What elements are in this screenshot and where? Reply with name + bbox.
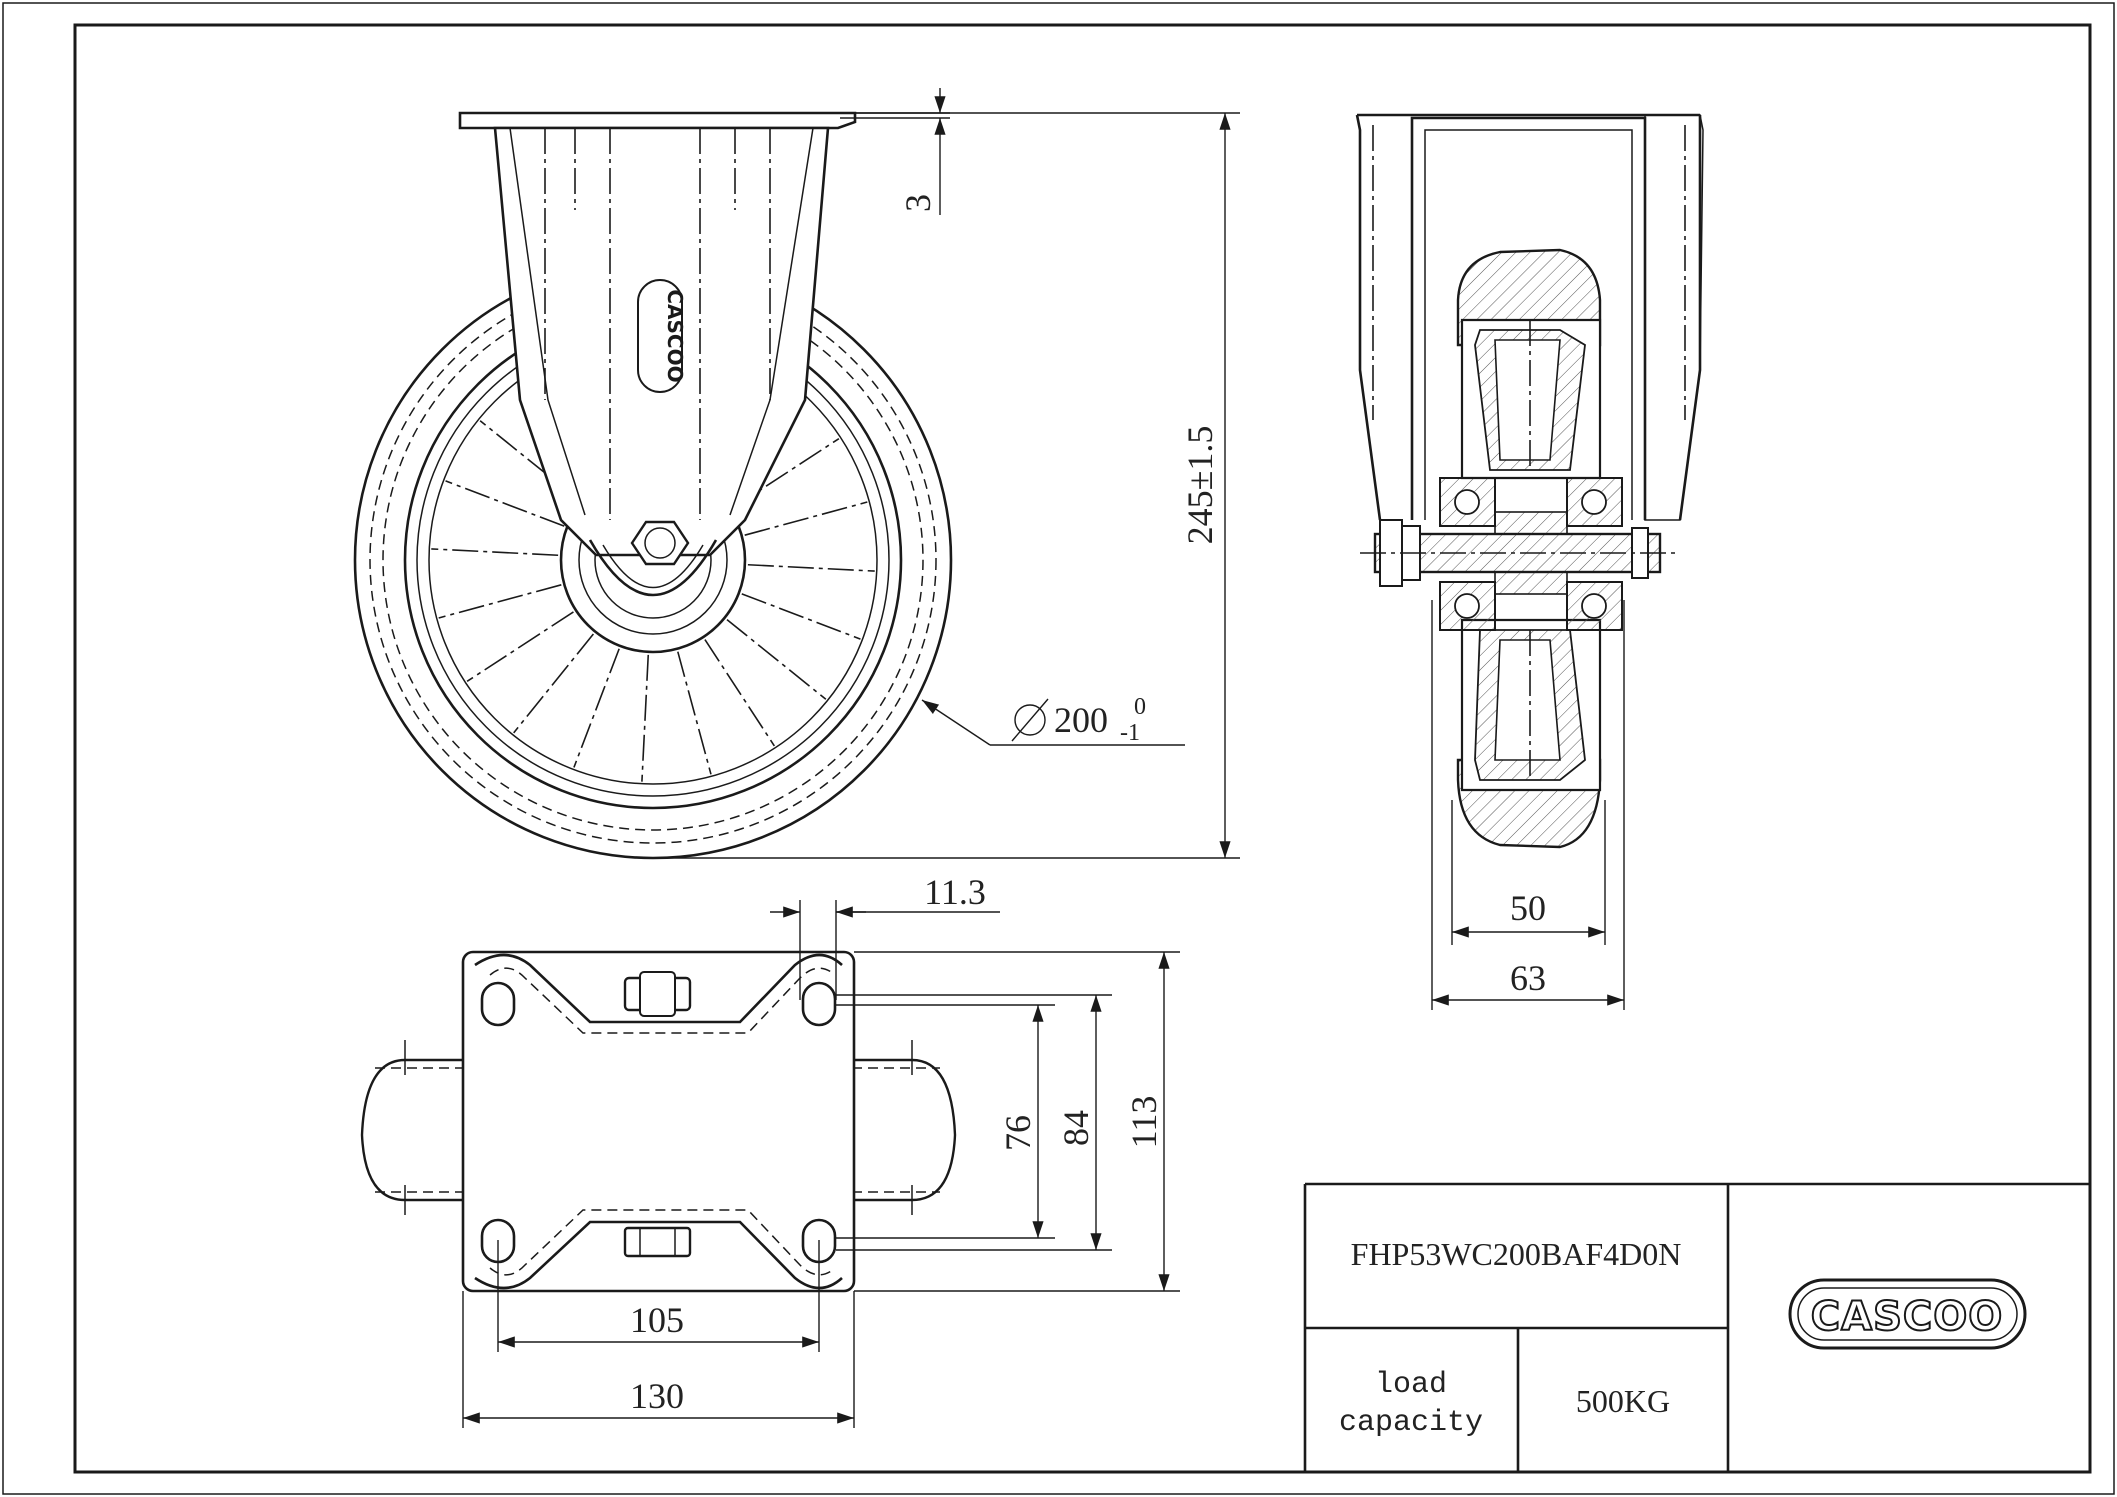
drawing-frame [73, 23, 2092, 1474]
part-number: FHP53WC200BAF4D0N [1351, 1236, 1682, 1272]
dim-245-label: 245±1.5 [1180, 426, 1220, 545]
wheel-spoke [747, 563, 875, 572]
dim-84-label: 84 [1056, 1110, 1096, 1146]
front-view: CASCOO 3 245±1.5 [353, 88, 1240, 860]
casco-logo: CASCOO [1788, 1278, 2027, 1350]
wheel-spoke [677, 651, 712, 775]
dim-113-label: 113 [1124, 1096, 1164, 1149]
dim-hole-84: 84 [836, 994, 1112, 1251]
wheel-spoke [513, 633, 595, 734]
dim-plate-length: 130 [462, 1291, 855, 1428]
wheel-spoke [573, 648, 620, 768]
bearing-lower [1439, 581, 1623, 631]
dim-105-label: 105 [630, 1300, 684, 1340]
bolt-slot-tl [480, 981, 516, 1027]
load-capacity-label-line2: capacity [1339, 1406, 1483, 1440]
wheel-spoke [704, 639, 776, 747]
dim-hole-105: 105 [497, 1240, 820, 1352]
dim-11-3-label: 11.3 [924, 872, 986, 912]
dim-height: 245±1.5 [653, 112, 1240, 859]
bolt-slot-tr [801, 981, 837, 1027]
wheel-spoke [466, 611, 574, 683]
dim-tread-width: 50 [1451, 800, 1606, 945]
dim-63-label: 63 [1510, 958, 1546, 998]
dim-200-lower-tol: -1 [1120, 720, 1140, 746]
side-view: 50 63 [1355, 113, 1704, 1010]
wheel-spoke [741, 593, 861, 640]
dim-76-label: 76 [998, 1115, 1038, 1151]
title-block: FHP53WC200BAF4D0N load capacity 500KG CA… [1303, 1182, 2090, 1472]
logo-text: CASCOO [1811, 1294, 2003, 1340]
top-view: 11.3 76 84 113 105 [360, 872, 1180, 1428]
dim-bolt-offset: 11.3 [770, 872, 1000, 1000]
dim-hole-76: 76 [836, 1004, 1055, 1239]
fork-bracket: CASCOO [458, 111, 857, 597]
dim-overall-width: 63 [1431, 600, 1625, 1010]
dim-diameter: 200 0 -1 [921, 694, 1185, 746]
wheel-spoke [726, 618, 827, 700]
load-capacity-label-line1: load [1375, 1368, 1447, 1402]
wheel-spoke [431, 548, 559, 557]
fork-logo-text: CASCOO [663, 289, 687, 382]
dim-200-upper-tol: 0 [1134, 694, 1146, 720]
dim-plate-thickness: 3 [840, 88, 950, 215]
top-plate [461, 950, 856, 1293]
diameter-symbol-icon [1014, 704, 1046, 736]
wheel-spoke [641, 654, 650, 782]
axle [1360, 511, 1680, 595]
load-capacity-value: 500KG [1576, 1383, 1670, 1419]
wheel-spoke [445, 480, 565, 527]
wheel-spoke [438, 584, 562, 619]
wheel-spoke [744, 501, 868, 536]
dim-plate-width: 113 [854, 951, 1180, 1292]
dim-3-label: 3 [898, 194, 938, 212]
dim-130-label: 130 [630, 1376, 684, 1416]
bearing-upper [1439, 477, 1623, 527]
dim-50-label: 50 [1510, 888, 1546, 928]
dim-200-label: 200 [1054, 700, 1108, 740]
